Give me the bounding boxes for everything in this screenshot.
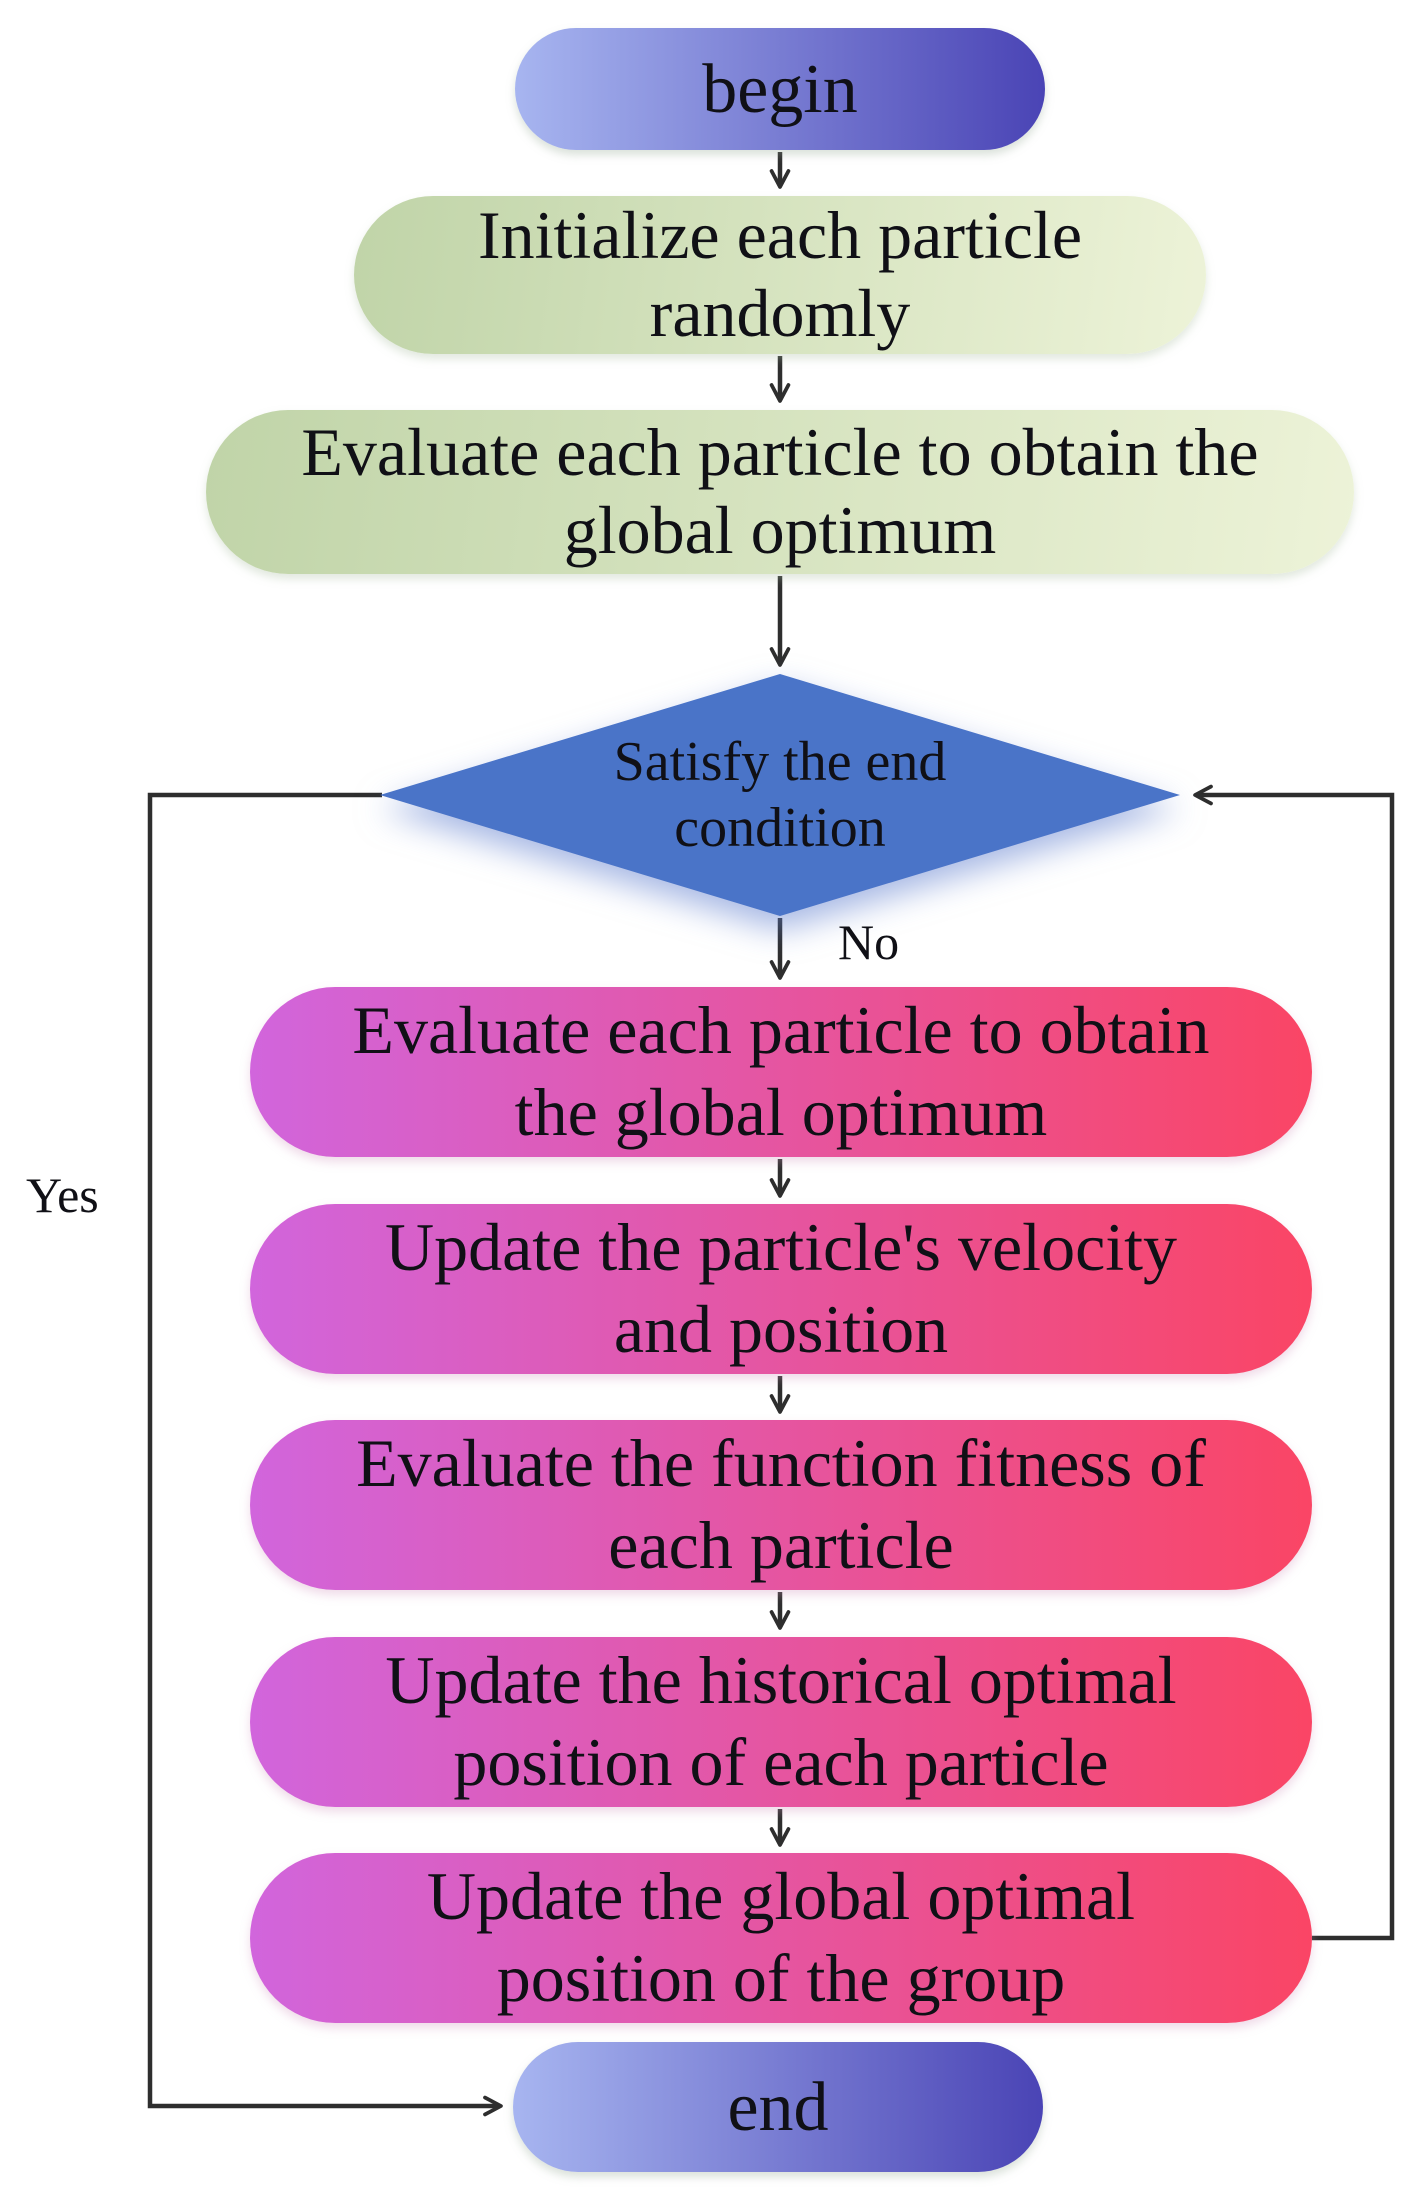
evaluate-global-optimum-loop-label: Evaluate each particle to obtain the glo… xyxy=(352,992,1210,1150)
begin-label: begin xyxy=(702,50,858,128)
branch-label-yes: Yes xyxy=(26,1167,99,1223)
update-global-optimal-label: Update the global optimal position of th… xyxy=(426,1858,1136,2016)
update-velocity-position-label: Update the particle's velocity and posit… xyxy=(384,1209,1178,1367)
evaluate-global-optimum-loop-node: Evaluate each particle to obtain the glo… xyxy=(250,987,1312,1157)
update-velocity-position-node: Update the particle's velocity and posit… xyxy=(250,1204,1312,1374)
evaluate-fitness-label: Evaluate the function fitness of each pa… xyxy=(356,1425,1206,1583)
branch-label-no: No xyxy=(838,914,900,970)
evaluate-global-optimum-label: Evaluate each particle to obtain the glo… xyxy=(301,414,1259,568)
update-historical-optimal-label: Update the historical optimal position o… xyxy=(385,1642,1177,1800)
connector-decision-yes-to-end xyxy=(147,792,503,2117)
evaluate-fitness-node: Evaluate the function fitness of each pa… xyxy=(250,1420,1312,1590)
evaluate-global-optimum-node: Evaluate each particle to obtain the glo… xyxy=(206,410,1354,574)
update-global-optimal-node: Update the global optimal position of th… xyxy=(250,1853,1312,2023)
initialize-particles-label: Initialize each particle randomly xyxy=(477,197,1083,351)
end-condition-label: Satisfy the end condition xyxy=(613,730,947,859)
begin-node: begin xyxy=(515,28,1045,150)
end-label: end xyxy=(727,2068,829,2146)
initialize-particles-node: Initialize each particle randomly xyxy=(354,196,1206,354)
connector-global-loop-to-decision xyxy=(1193,784,1395,1941)
end-node: end xyxy=(513,2042,1043,2172)
update-historical-optimal-node: Update the historical optimal position o… xyxy=(250,1637,1312,1807)
decision-diamond-shape: Satisfy the end condition xyxy=(380,674,1180,916)
end-condition-decision-node: Satisfy the end condition xyxy=(380,674,1180,916)
